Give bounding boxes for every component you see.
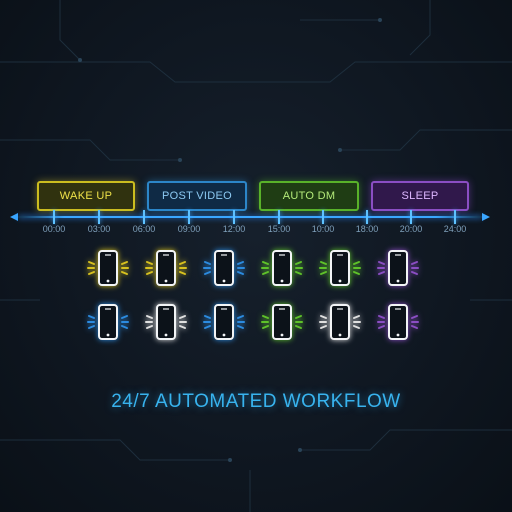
smartphone-icon (84, 300, 132, 348)
time-label: 00:00 (42, 224, 66, 234)
smartphone-icon (200, 246, 248, 294)
smartphone-icon (374, 246, 422, 294)
smartphone-icon (258, 300, 306, 348)
timeline-tick (366, 210, 368, 224)
phase-auto-dm: AUTO DM (259, 181, 359, 211)
timeline-tick (143, 210, 145, 224)
phase-post-video: POST VIDEO (147, 181, 247, 211)
smartphone-icon (374, 300, 422, 348)
time-label: 10:00 (311, 224, 335, 234)
time-label: 09:00 (177, 224, 201, 234)
timeline-tick (322, 210, 324, 224)
timeline-tick (410, 210, 412, 224)
phase-sleep: SLEEP (371, 181, 469, 211)
phase-label: SLEEP (401, 190, 439, 202)
smartphone-icon (84, 246, 132, 294)
phase-label: AUTO DM (282, 190, 336, 202)
phase-wake-up: WAKE UP (37, 181, 135, 211)
smartphone-icon (200, 300, 248, 348)
phase-label: POST VIDEO (161, 190, 233, 202)
time-label: 20:00 (399, 224, 423, 234)
smartphone-icon (142, 246, 190, 294)
timeline-tick (454, 210, 456, 224)
smartphone-icon (316, 246, 364, 294)
timeline-tick (53, 210, 55, 224)
time-label: 03:00 (87, 224, 111, 234)
timeline-arrow-left-icon (10, 213, 18, 221)
smartphone-icon (142, 300, 190, 348)
phase-label: WAKE UP (59, 190, 113, 202)
smartphone-icon (258, 246, 306, 294)
time-label: 18:00 (355, 224, 379, 234)
time-label: 06:00 (132, 224, 156, 234)
smartphone-icon (316, 300, 364, 348)
timeline-tick (188, 210, 190, 224)
time-label: 24:00 (443, 224, 467, 234)
time-label: 12:00 (222, 224, 246, 234)
page-title: 24/7 AUTOMATED WORKFLOW (111, 391, 401, 412)
timeline-tick (98, 210, 100, 224)
timeline-axis (18, 216, 482, 218)
timeline-arrow-right-icon (482, 213, 490, 221)
time-label: 15:00 (267, 224, 291, 234)
timeline-tick (278, 210, 280, 224)
timeline-tick (233, 210, 235, 224)
